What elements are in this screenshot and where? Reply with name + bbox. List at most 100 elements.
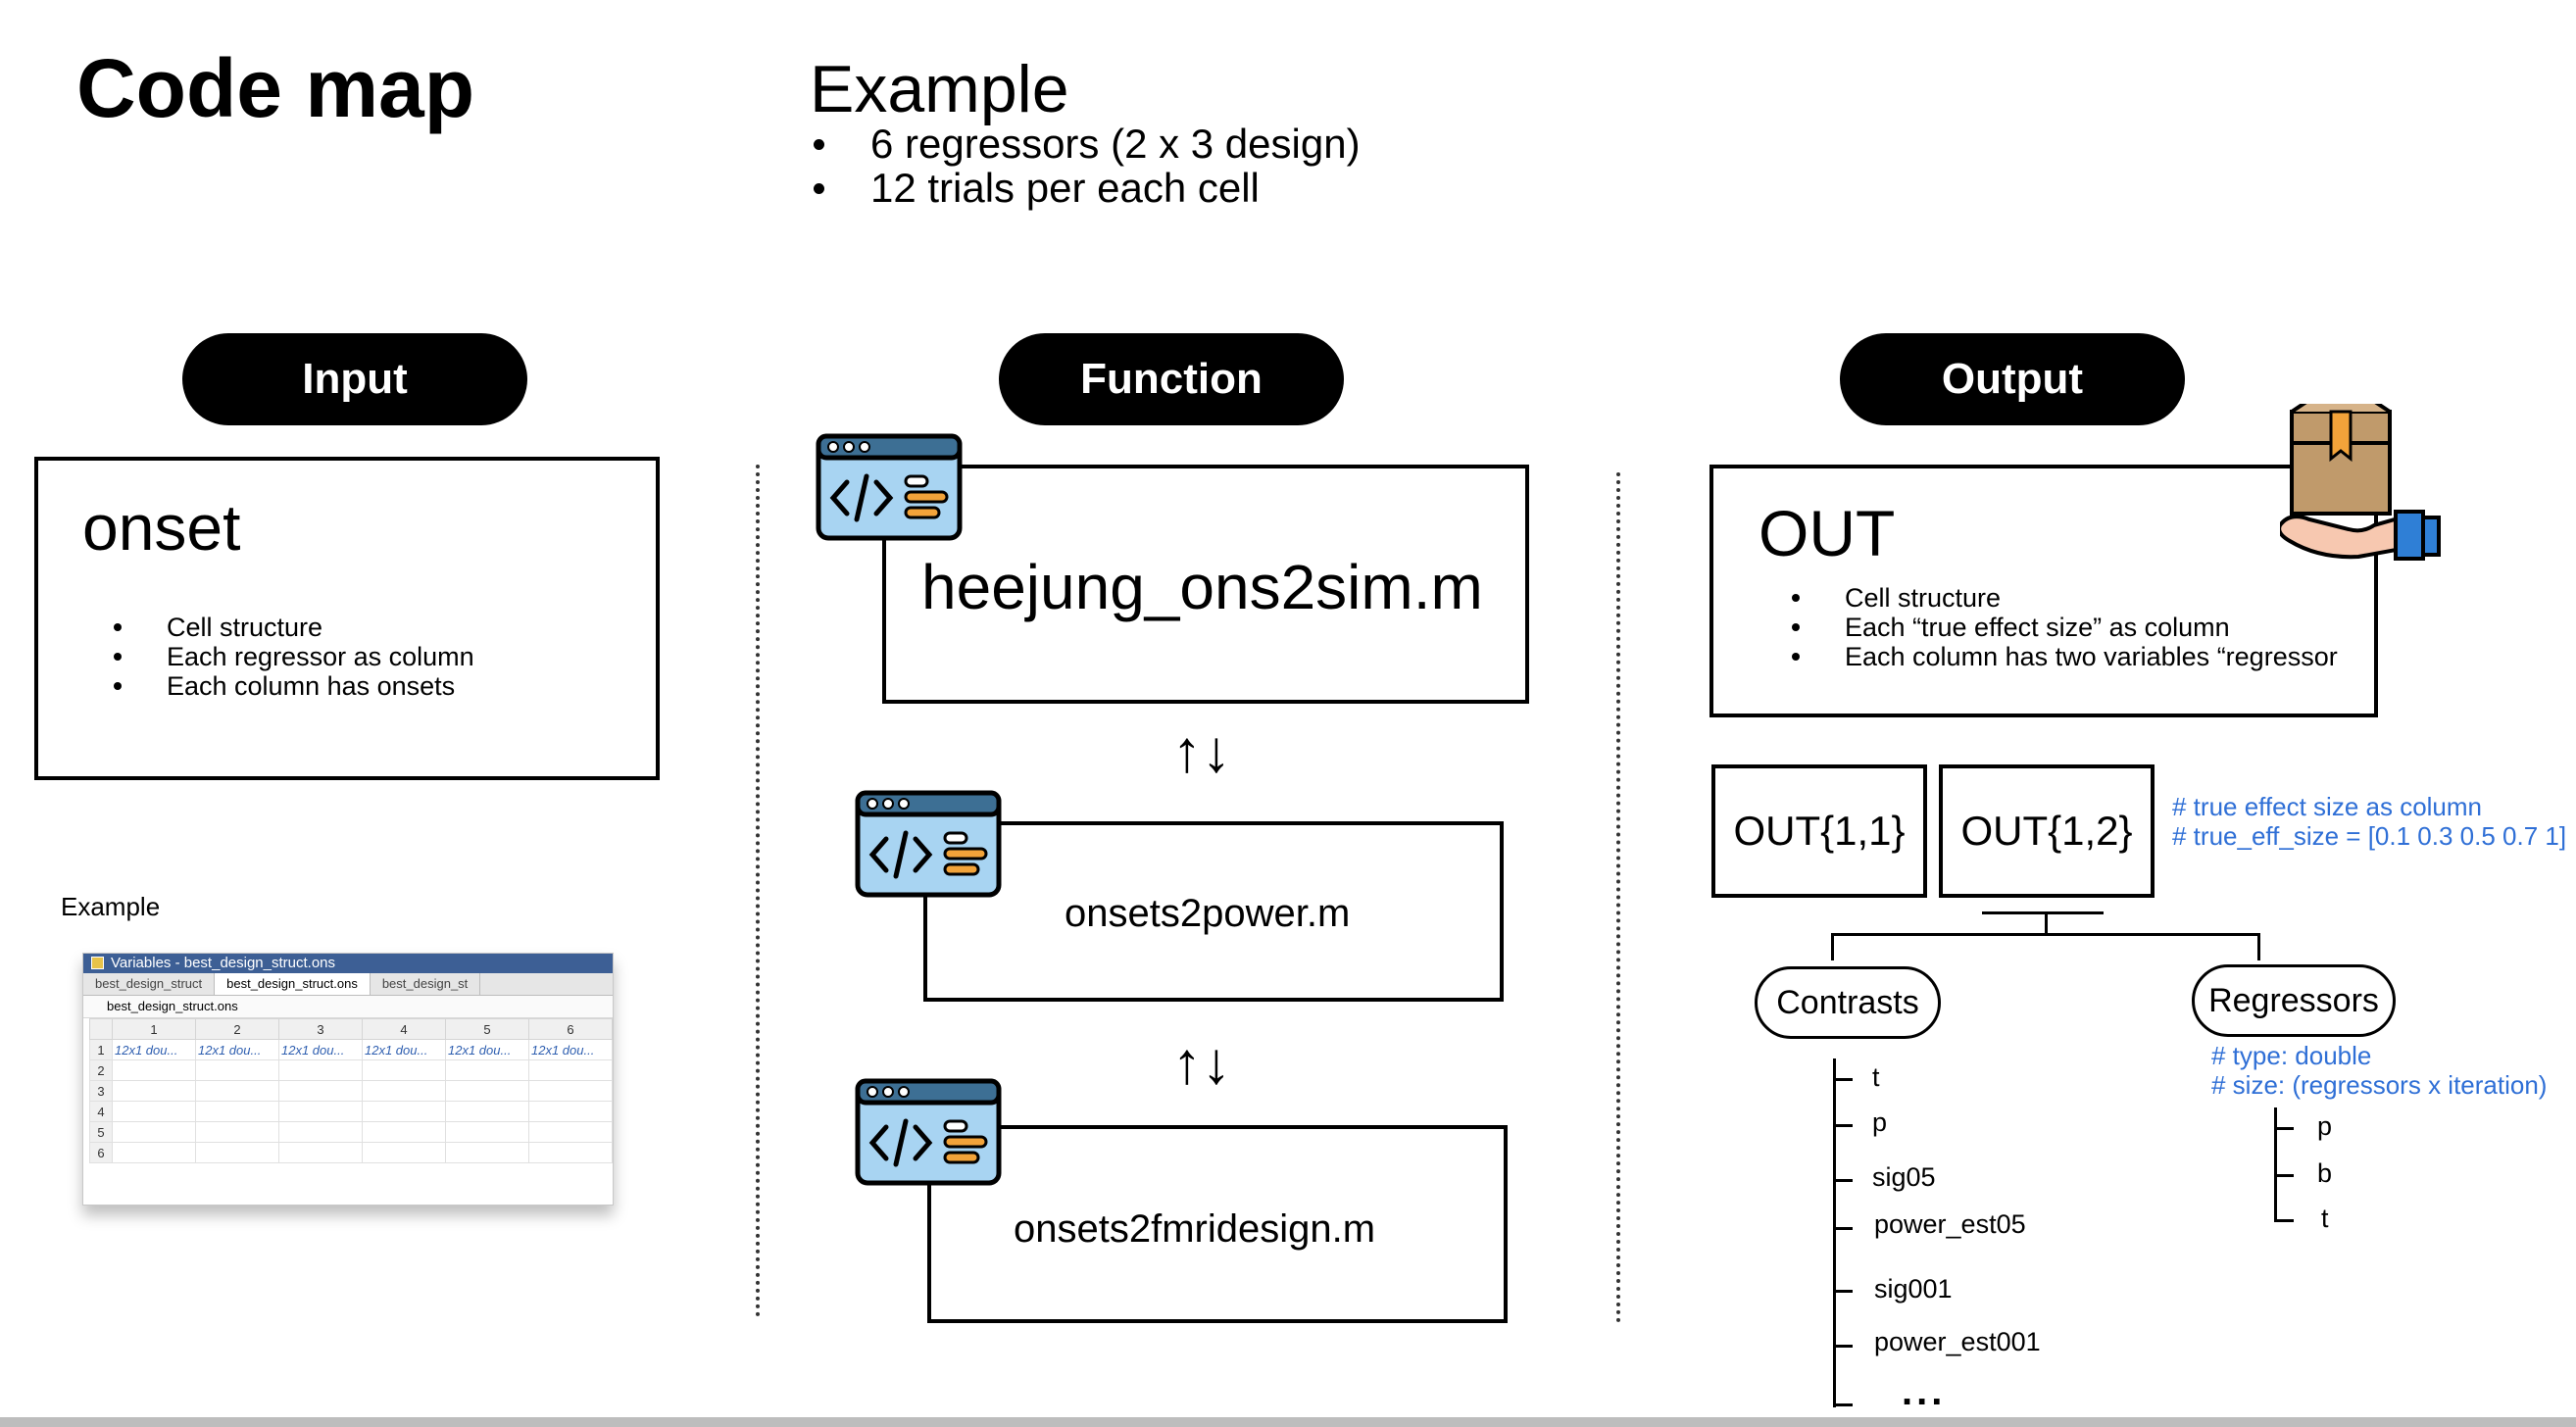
grid-cell[interactable]: 12x1 dou... [445,1039,529,1060]
regressors-comment: # type: double [2211,1041,2372,1070]
grid-cell[interactable] [445,1080,529,1102]
grid-cell[interactable] [195,1059,279,1081]
separator-right [1616,472,1620,1323]
row-header[interactable]: 6 [89,1142,113,1163]
example-heading: Example [810,52,1069,126]
tab-best-design-struct[interactable]: best_design_struct [83,973,216,995]
grid-cell[interactable] [528,1142,613,1163]
grid-cell[interactable] [528,1101,613,1122]
tree-branch [1833,1124,1853,1127]
input-bullet: Each regressor as column [106,642,474,671]
output-bullet: Cell structure [1784,583,2338,613]
variables-window: Variables - best_design_struct.ons best_… [82,953,614,1206]
grid-cell[interactable] [362,1059,446,1081]
input-example-label: Example [61,892,161,921]
arrow-down-icon: ↓ [1202,1030,1231,1096]
grid-cell[interactable] [278,1059,363,1081]
bracket-left-leg [1831,933,1834,960]
row-header[interactable]: 5 [89,1121,113,1143]
row-header[interactable]: 4 [89,1101,113,1122]
function-box-second: onsets2power.m [923,821,1504,1002]
contrast-item: power_est001 [1874,1327,2041,1356]
out-cell-1-2: OUT{1,2} [1939,764,2155,898]
tree-branch [1833,1227,1853,1230]
contrast-item: p [1872,1107,1888,1137]
grid-cell[interactable]: 12x1 dou... [112,1039,196,1060]
grid-cell[interactable] [445,1142,529,1163]
regressor-item: t [2321,1204,2329,1233]
grid-cell[interactable] [445,1121,529,1143]
grid-cell[interactable]: 12x1 dou... [278,1039,363,1060]
col-header[interactable]: 5 [445,1018,529,1040]
regressors-comment: # size: (regressors x iteration) [2211,1070,2548,1100]
grid-cell[interactable] [445,1059,529,1081]
contrasts-tree-trunk [1833,1058,1836,1407]
grid-cell[interactable] [528,1059,613,1081]
grid-cell[interactable] [112,1059,196,1081]
arrow-down-icon: ↓ [1202,718,1231,784]
grid-cell[interactable] [528,1080,613,1102]
grid-cell[interactable] [278,1121,363,1143]
variables-window-title: Variables - best_design_struct.ons [83,954,613,973]
example-bullet: 6 regressors (2 x 3 design) [810,122,1361,166]
bracket-top [1982,911,2104,914]
grid-cell[interactable]: 12x1 dou... [362,1039,446,1060]
grid-cell[interactable] [112,1080,196,1102]
grid-cell[interactable] [195,1121,279,1143]
code-window-icon [855,1078,1002,1186]
input-bullet: Cell structure [106,613,474,642]
bracket-stem [2045,913,2048,935]
function-second-name: onsets2power.m [1065,892,1351,935]
example-bullets: 6 regressors (2 x 3 design) 12 trials pe… [810,122,1361,210]
function-box-main: heejung_ons2sim.m [882,465,1529,704]
horizontal-scrollbar[interactable] [0,1417,2576,1427]
output-bullet: Each column has two variables “regressor [1784,642,2338,671]
variables-icon [91,957,104,969]
row-header[interactable]: 1 [89,1039,113,1060]
grid-cell[interactable] [278,1142,363,1163]
grid-cell[interactable]: 12x1 dou... [528,1039,613,1060]
grid-cell[interactable] [195,1080,279,1102]
output-pill: Output [1840,333,2185,425]
grid-cell[interactable] [112,1142,196,1163]
grid-cell[interactable] [278,1101,363,1122]
grid-cell[interactable] [278,1080,363,1102]
row-header[interactable]: 2 [89,1059,113,1081]
grid-cell[interactable] [362,1080,446,1102]
tab-best-design-st[interactable]: best_design_st [371,973,481,995]
function-box-third: onsets2fmridesign.m [927,1125,1508,1323]
variable-name: best_design_struct.ons [83,996,613,1018]
col-header[interactable]: 1 [112,1018,196,1040]
col-header[interactable]: 3 [278,1018,363,1040]
arrow-up-icon: ↑ [1172,718,1202,784]
row-header[interactable]: 3 [89,1080,113,1102]
col-header[interactable]: 2 [195,1018,279,1040]
contrasts-node: Contrasts [1755,966,1941,1039]
page-title: Code map [76,42,475,134]
grid-cell[interactable] [362,1142,446,1163]
function-main-name: heejung_ons2sim.m [921,552,1483,622]
grid-cell[interactable] [112,1101,196,1122]
grid-cell[interactable] [528,1121,613,1143]
grid-cell[interactable] [112,1121,196,1143]
variable-tabs: best_design_struct best_design_struct.on… [83,973,613,996]
grid-cell[interactable]: 12x1 dou... [195,1039,279,1060]
grid-cell[interactable] [362,1101,446,1122]
grid-cell[interactable] [195,1101,279,1122]
input-bullets: Cell structure Each regressor as column … [106,613,474,701]
tab-best-design-struct-ons[interactable]: best_design_struct.ons [215,973,371,995]
contrast-item: sig05 [1872,1162,1936,1192]
col-header[interactable]: 6 [528,1018,613,1040]
grid-cell[interactable] [195,1142,279,1163]
tree-branch [1833,1290,1853,1293]
tree-branch [2274,1127,2294,1130]
tree-branch [1833,1345,1853,1348]
grid-cell[interactable] [445,1101,529,1122]
grid-cell[interactable] [362,1121,446,1143]
col-header[interactable]: 4 [362,1018,446,1040]
example-bullet: 12 trials per each cell [810,166,1361,210]
corner-cell [89,1018,113,1040]
variable-grid: 1 2 3 4 5 6 1 12x1 dou... 12x1 dou... 12… [89,1018,613,1163]
input-box [34,457,660,780]
code-window-icon [855,790,1002,898]
